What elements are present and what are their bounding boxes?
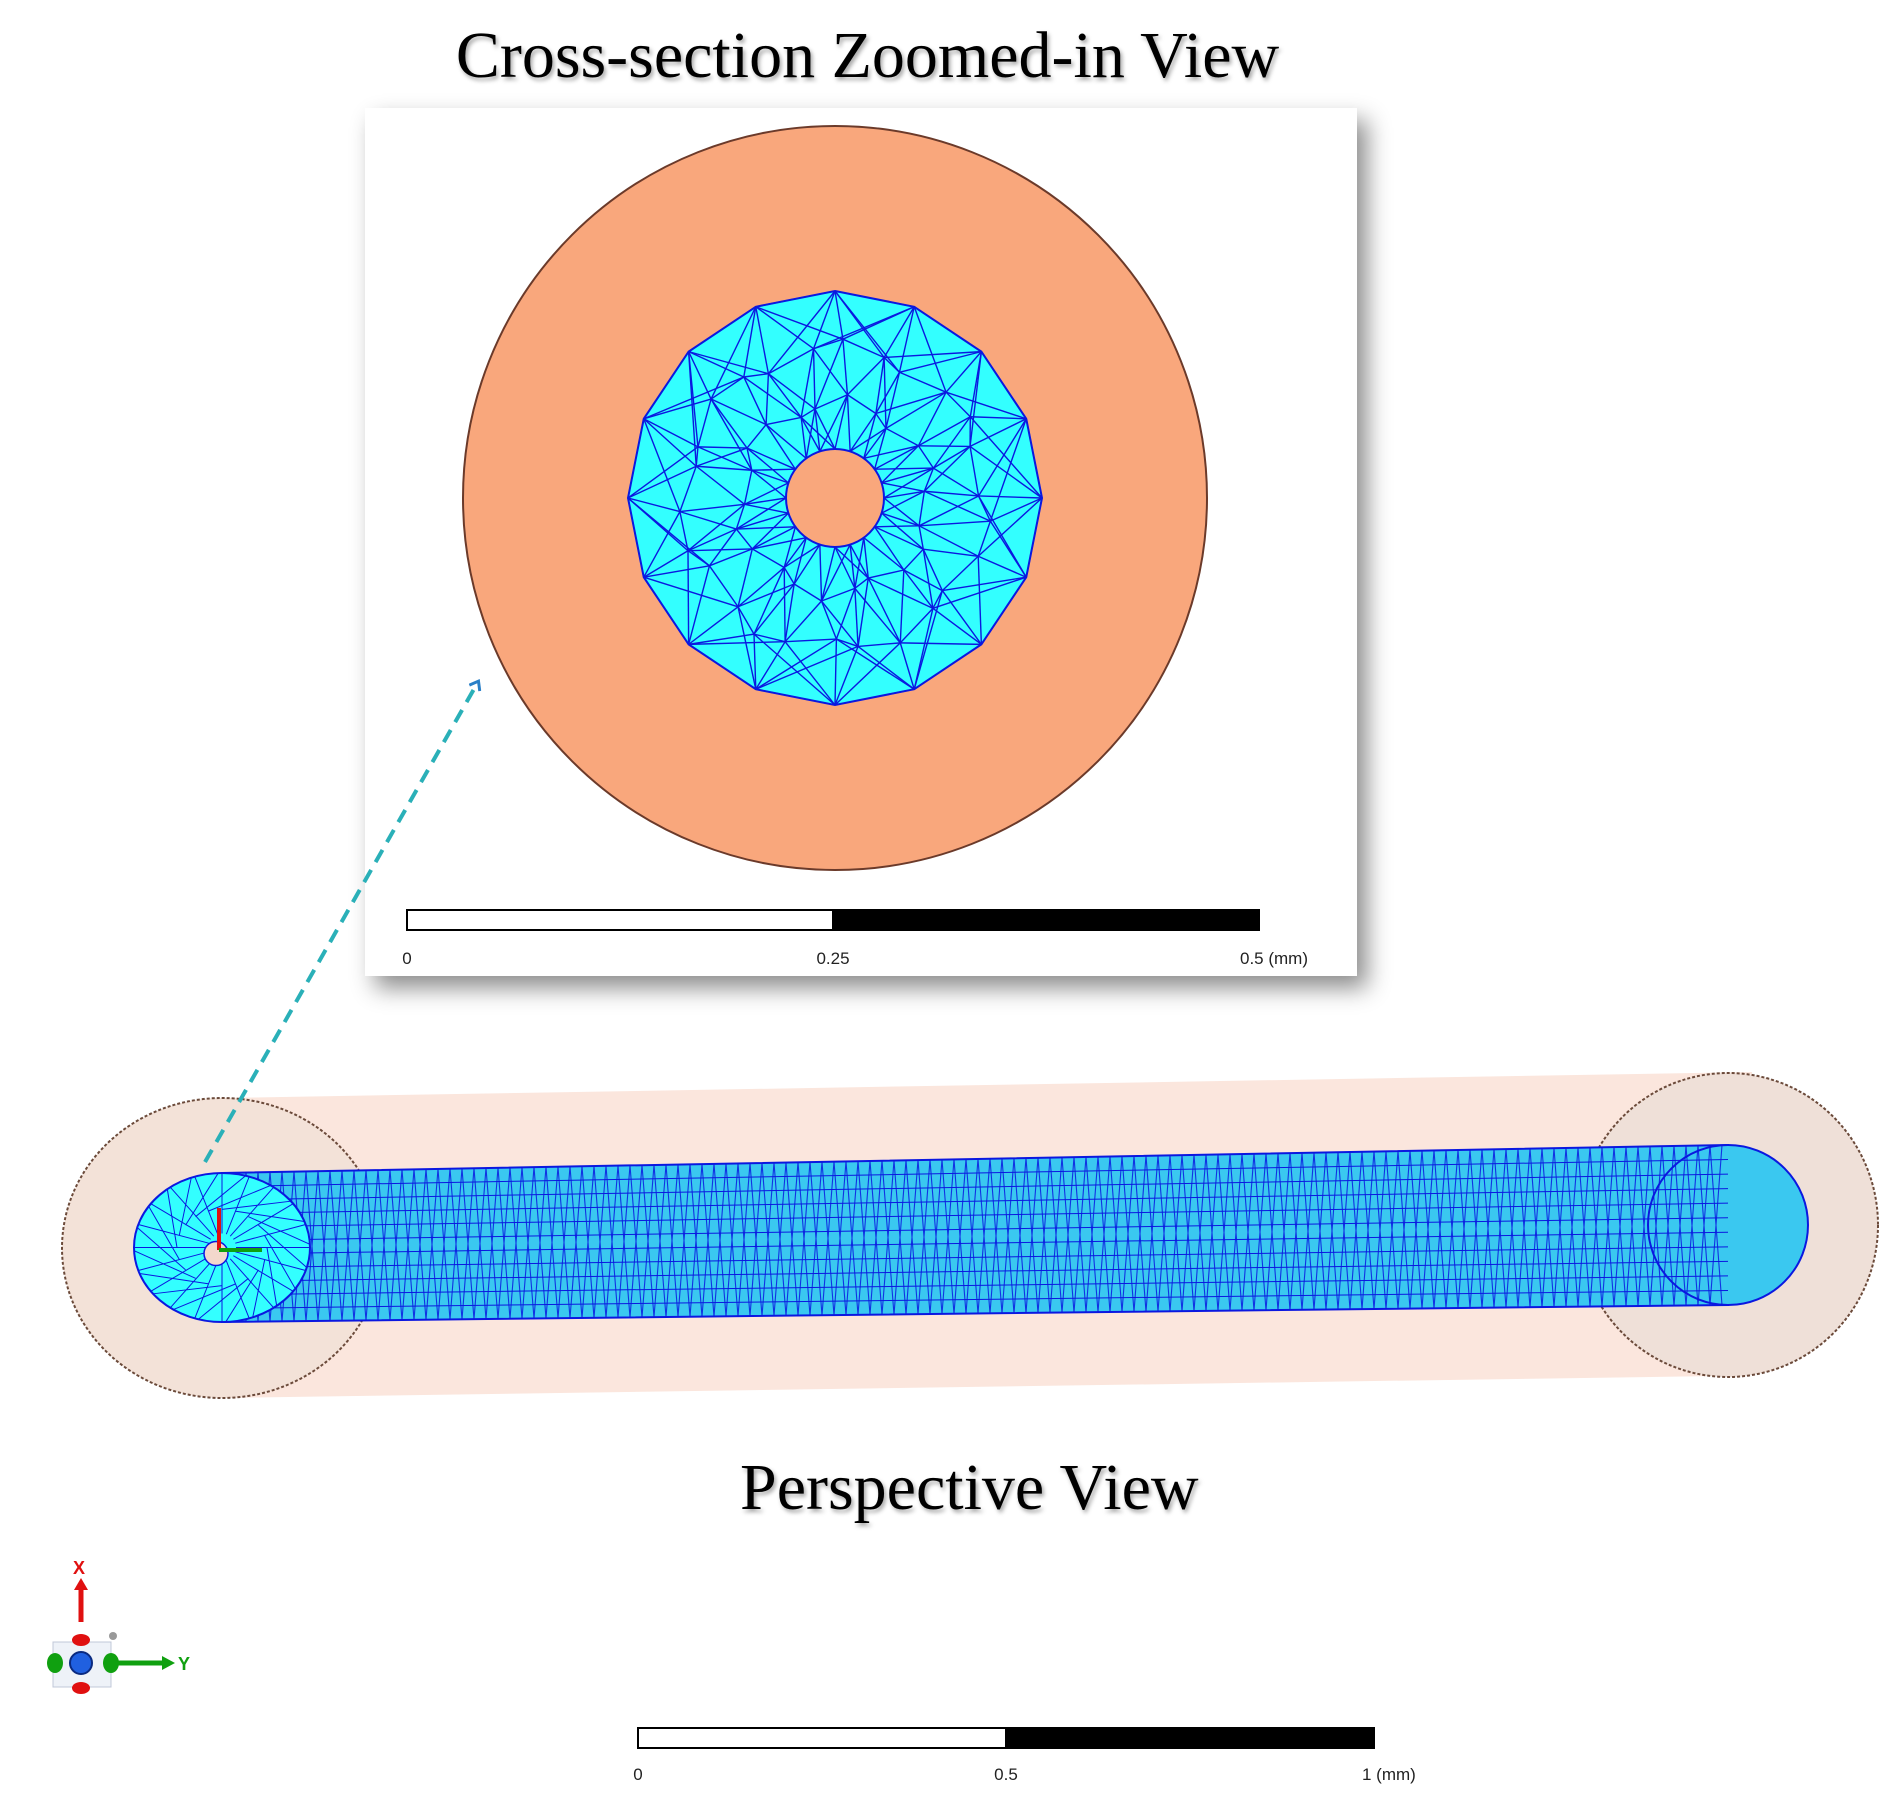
main-scale-tick-2: 1 (mm) — [1362, 1765, 1416, 1784]
zoom-scale-tick-2: 0.5 (mm) — [1240, 949, 1308, 968]
cross-section-title: Cross-section Zoomed-in View — [455, 19, 1280, 92]
zoom-scale-tick-1: 0.25 — [816, 949, 849, 968]
center-hole — [785, 448, 885, 548]
main-scale-white-segment — [637, 1727, 1007, 1749]
meshed-inner-tube — [133, 1143, 1809, 1324]
outer-cylinder-near-cap — [61, 1097, 383, 1399]
main-scale-black-segment — [1005, 1727, 1375, 1749]
triad-z-axis-dot — [69, 1651, 93, 1675]
cross-section-view: 0 0.25 0.5 (mm) — [402, 125, 1308, 968]
scale-bar-black-segment — [832, 909, 1260, 931]
scale-bar-white-segment — [406, 909, 834, 931]
coordinate-triad: X Y — [47, 1558, 190, 1694]
main-scale-tick-0: 0 — [633, 1765, 642, 1784]
triad-y-label: Y — [178, 1654, 190, 1674]
cross-section-panel: 0 0.25 0.5 (mm) — [365, 108, 1357, 976]
main-scale-tick-1: 0.5 — [994, 1765, 1018, 1784]
perspective-title: Perspective View — [740, 1451, 1199, 1524]
triad-x-label: X — [73, 1558, 85, 1578]
outer-cylinder-far-cap — [1577, 1072, 1879, 1378]
outer-cylinder-body — [222, 1072, 1752, 1398]
zoom-scale-tick-0: 0 — [402, 949, 411, 968]
